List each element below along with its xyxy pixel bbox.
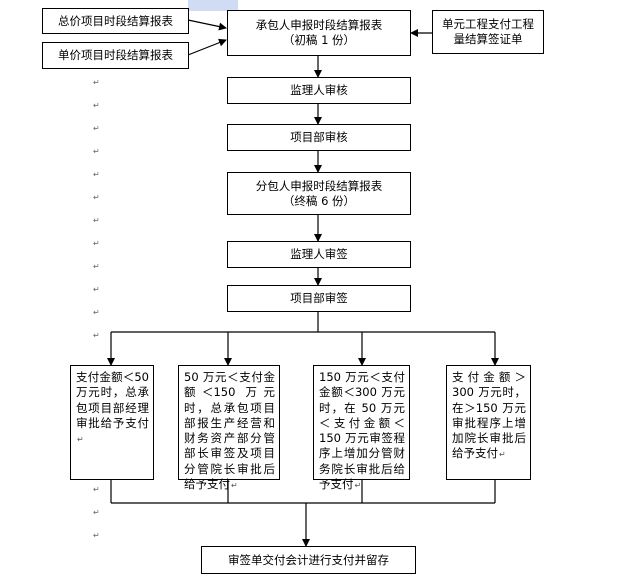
paragraph-mark: ↵: [93, 147, 100, 156]
project-dept-review-label: 项目部审核: [290, 130, 348, 144]
paragraph-mark: ↵: [93, 124, 100, 133]
final-payment-label: 审签单交付会计进行支付并留存: [228, 552, 389, 567]
paragraph-mark: ↵: [93, 78, 100, 87]
unit-engineering-line1: 单元工程支付工程: [442, 17, 534, 31]
contractor-report-line1: 承包人申报时段结算报表: [255, 18, 383, 32]
paragraph-mark: ↵: [93, 101, 100, 110]
branch-150-300-label: 150 万元＜支付金额＜300 万元时，在 50 万元＜支付金额＜150 万元审…: [319, 370, 405, 492]
total-price-report-box: 总价项目时段结算报表: [42, 8, 189, 34]
paragraph-mark: ↵: [93, 531, 100, 540]
paragraph-mark: ↵: [93, 285, 100, 294]
final-payment-box: 审签单交付会计进行支付并留存: [201, 546, 416, 574]
paragraph-mark: ↵: [93, 308, 100, 317]
unit-price-report-label: 单价项目时段结算报表: [58, 48, 173, 62]
total-price-report-label: 总价项目时段结算报表: [58, 13, 173, 28]
subcontractor-report-line1: 分包人申报时段结算报表: [255, 178, 383, 193]
paragraph-mark: ↵: [499, 450, 506, 460]
project-dept-sign-box: 项目部审签: [227, 285, 411, 312]
paragraph-mark: ↵: [93, 216, 100, 225]
paragraph-mark: ↵: [93, 193, 100, 202]
contractor-report-line2: （初稿 1 份）: [282, 33, 356, 47]
paragraph-mark: ↵: [93, 239, 100, 248]
paragraph-mark: ↵: [93, 262, 100, 271]
supervisor-sign-label: 监理人审签: [290, 247, 348, 261]
branch-over-300-label: 支付金额＞300 万元时，在＞150 万元审批程序上增加院长审批后给予支付: [452, 370, 526, 461]
unit-engineering-line2: 量结算签证单: [453, 32, 523, 46]
paragraph-mark: ↵: [93, 485, 100, 494]
branch-50-150-box: 50 万元＜支付金额＜150 万元时，总承包项目部报生产经营和财务资产部分管部长…: [178, 365, 280, 491]
subcontractor-report-box: 分包人申报时段结算报表 （终稿 6 份）: [227, 172, 411, 215]
branch-under-50-label: 支付金额＜50 万元时，总承包项目部经理审批给予支付: [76, 370, 149, 430]
supervisor-review-box: 监理人审核: [227, 77, 411, 104]
branch-150-300-box: 150 万元＜支付金额＜300 万元时，在 50 万元＜支付金额＜150 万元审…: [313, 365, 410, 491]
branch-over-300-box: 支付金额＞300 万元时，在＞150 万元审批程序上增加院长审批后给予支付↵: [446, 365, 531, 480]
paragraph-mark: ↵: [77, 435, 84, 445]
supervisor-review-label: 监理人审核: [290, 83, 348, 97]
paragraph-mark: ↵: [93, 331, 100, 340]
project-dept-sign-label: 项目部审签: [290, 291, 348, 305]
unit-price-report-box: 单价项目时段结算报表: [42, 42, 189, 69]
arrow-total-to-contractor: [187, 19, 227, 31]
selection-highlight: [188, 0, 238, 11]
paragraph-mark: ↵: [93, 170, 100, 179]
branch-50-150-label: 50 万元＜支付金额＜150 万元时，总承包项目部报生产经营和财务资产部分管部长…: [184, 370, 275, 492]
branch-under-50-box: 支付金额＜50 万元时，总承包项目部经理审批给予支付 ↵: [70, 365, 154, 480]
contractor-report-box: 承包人申报时段结算报表 （初稿 1 份）: [227, 10, 411, 56]
paragraph-mark: ↵: [231, 481, 238, 491]
supervisor-sign-box: 监理人审签: [227, 241, 411, 268]
paragraph-mark: ↵: [93, 508, 100, 517]
arrow-unit-to-contractor: [187, 38, 227, 56]
paragraph-mark: ↵: [354, 481, 362, 491]
subcontractor-report-line2: （终稿 6 份）: [282, 193, 356, 208]
project-dept-review-box: 项目部审核: [227, 124, 411, 151]
unit-engineering-box: 单元工程支付工程 量结算签证单: [432, 10, 544, 54]
